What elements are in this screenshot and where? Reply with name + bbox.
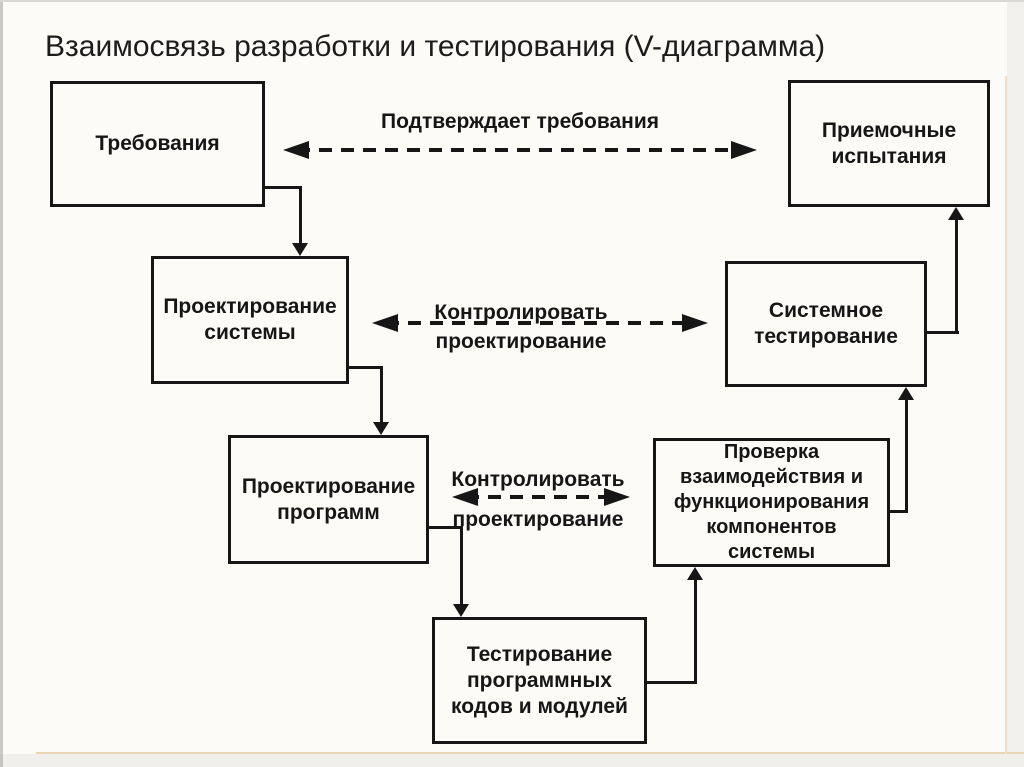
box-code-testing-label: Тестирование программных кодов и модулей [451,642,628,718]
scan-artifact-right-line [1005,76,1007,754]
box-system-design-label: Проектирование системы [163,295,337,344]
connector-line [380,366,383,423]
dashed-link-label-bottom: проектирование [452,508,624,531]
connector-line [927,331,959,334]
scan-artifact-top-edge [0,0,1024,2]
connector-line [460,526,463,605]
connector-line [299,186,302,244]
arrow-left-icon [283,141,309,159]
box-requirements: Требования [50,81,265,207]
connector-line [694,579,697,684]
dashed-line [297,148,743,152]
arrow-left-icon [372,314,398,332]
dashed-link-label-bottom: проектирование [435,330,607,353]
connector-line [955,219,958,334]
connector-line [265,186,302,189]
scan-artifact-bottom-line [36,752,1024,754]
page-title: Взаимосвязь разработки и тестирования (V… [45,30,826,63]
dashed-link-label-top: Контролировать [434,301,608,324]
box-acceptance-testing: Приемочные испытания [788,80,990,207]
box-system-design: Проектирование системы [151,256,349,384]
connector-line [429,526,463,529]
dashed-link-label-top: Контролировать [451,468,625,491]
arrow-up-icon [948,207,964,220]
box-integration-testing: Проверка взаимодействия и функционирован… [653,438,890,567]
box-system-testing: Системное тестирование [725,261,927,387]
box-acceptance-testing-label: Приемочные испытания [821,118,957,168]
box-program-design: Проектирование программ [228,435,429,564]
connector-line [647,681,697,684]
scan-artifact-bottom-band [0,754,1024,767]
arrow-down-icon [453,604,469,617]
box-requirements-label: Требования [95,132,220,155]
box-system-testing-label: Системное тестирование [754,299,898,348]
dashed-line [466,495,606,499]
arrow-up-icon [898,387,914,400]
arrow-right-icon [682,314,708,332]
dashed-line [386,321,684,325]
dashed-link-label: Подтверждает требования [380,110,659,133]
connector-line [890,510,908,513]
scan-artifact-right-band [1007,0,1024,767]
arrow-up-icon [687,567,703,580]
arrow-down-icon [373,422,389,435]
connector-line [349,366,383,369]
box-integration-testing-label: Проверка взаимодействия и функционирован… [673,441,870,563]
box-code-testing: Тестирование программных кодов и модулей [432,617,647,744]
scan-artifact-left-edge [0,0,3,767]
arrow-right-icon [604,488,630,506]
arrow-left-icon [452,488,478,506]
connector-line [905,399,908,513]
arrow-right-icon [731,141,757,159]
arrow-down-icon [292,243,308,256]
box-program-design-label: Проектирование программ [241,474,416,524]
